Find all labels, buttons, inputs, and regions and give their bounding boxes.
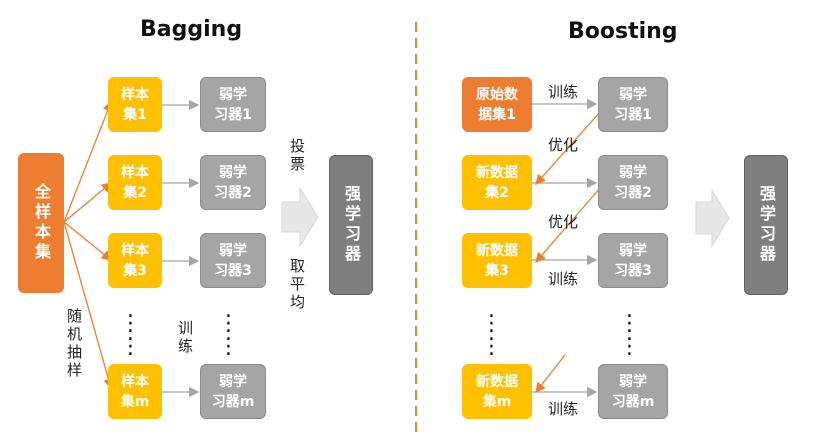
optimize-label-1: 优化 — [548, 136, 579, 154]
boosting-aggregate-arrow — [695, 188, 730, 248]
sample-set-m: 样本 集m — [108, 364, 162, 419]
sample-set-1: 样本 集1 — [108, 77, 162, 132]
bagging-weak-learner-m: 弱学 习器m — [200, 364, 266, 419]
full-sample-set: 全样本集 — [18, 153, 64, 293]
original-data-set-1: 原始数 据集1 — [462, 77, 532, 132]
sample-set-3: 样本 集3 — [108, 233, 162, 288]
random-sampling-label: 随机抽样 — [65, 308, 83, 380]
sampling-arrow-2 — [63, 182, 113, 223]
bagging-train-label: 训练 — [176, 320, 194, 356]
bagging-strong-learner: 强学习器 — [329, 155, 373, 295]
boosting-train-label-3: 训练 — [548, 270, 579, 288]
boosting-ellipsis-learners: ⋮⋮ — [617, 311, 642, 357]
sample-set-2: 样本 集2 — [108, 155, 162, 210]
bagging-ellipsis-learners: ⋮⋮ — [216, 311, 241, 357]
optimize-arrow-1 — [535, 111, 601, 185]
vote-label: 投票 — [288, 138, 306, 174]
bagging-weak-learner-3: 弱学 习器3 — [200, 233, 266, 288]
sampling-arrow-1 — [63, 100, 113, 223]
bagging-weak-learner-2: 弱学 习器2 — [200, 155, 266, 210]
boosting-weak-learner-2: 弱学 习器2 — [598, 155, 668, 210]
bagging-aggregate-arrow — [281, 186, 319, 248]
new-data-set-3: 新数据 集3 — [462, 233, 532, 288]
boosting-train-label-m: 训练 — [548, 400, 579, 418]
bagging-ellipsis-samples: ⋮⋮ — [118, 311, 143, 357]
boosting-strong-learner: 强学习器 — [744, 155, 788, 295]
sampling-arrow-3 — [63, 221, 113, 261]
optimize-arrow-m — [535, 354, 566, 394]
boosting-weak-learner-3: 弱学 习器3 — [598, 233, 668, 288]
optimize-label-2: 优化 — [548, 213, 579, 231]
boosting-title: Boosting — [568, 19, 678, 44]
bagging-weak-learner-1: 弱学 习器1 — [200, 77, 266, 132]
sampling-arrow-m — [63, 221, 114, 390]
new-data-set-m: 新数据 集m — [462, 364, 532, 419]
boosting-weak-learner-1: 弱学 习器1 — [598, 77, 668, 132]
new-data-set-2: 新数据 集2 — [462, 155, 532, 210]
bagging-title: Bagging — [140, 17, 243, 42]
average-label: 取平均 — [288, 258, 306, 312]
boosting-train-label-1: 训练 — [548, 83, 579, 101]
optimize-arrow-2 — [535, 187, 601, 263]
boosting-ellipsis-data: ⋮⋮ — [479, 311, 504, 357]
boosting-weak-learner-m: 弱学 习器m — [598, 364, 668, 419]
